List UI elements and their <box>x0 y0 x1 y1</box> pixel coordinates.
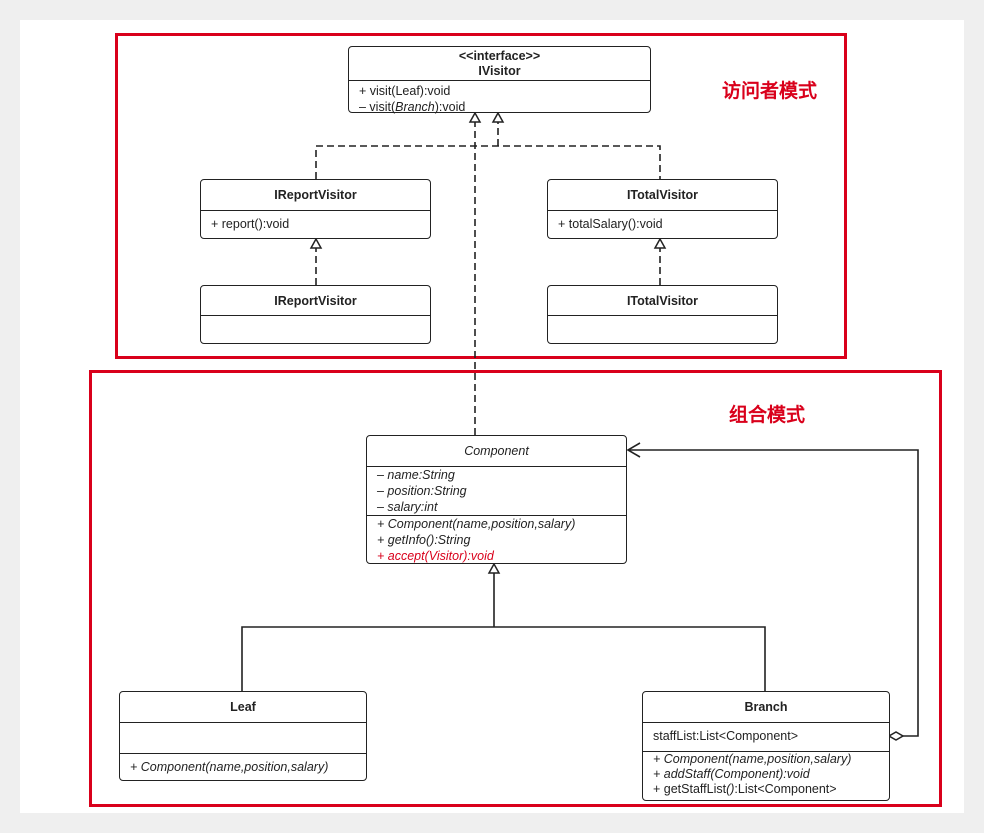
class-itotalvisitor[interactable]: ITotalVisitor + totalSalary():void <box>547 179 778 239</box>
method: + Component(name,position,salary) <box>653 752 852 766</box>
method: + getStaffList():List<Component> <box>653 782 837 796</box>
class-ireportvisitor-impl[interactable]: IReportVisitor <box>200 285 431 344</box>
class-name: Branch <box>744 700 788 714</box>
attribute: – position:String <box>377 484 467 498</box>
method-accept: + accept(Visitor):void <box>377 549 494 563</box>
triangle-arrow <box>309 237 323 249</box>
method: + addStaff(Component):void <box>653 767 810 781</box>
class-name: ITotalVisitor <box>626 293 699 308</box>
canvas <box>20 20 964 813</box>
class-name: IReportVisitor <box>274 293 357 308</box>
aggregation-diamond <box>887 731 905 741</box>
class-name: Component <box>464 444 529 458</box>
class-name: IReportVisitor <box>274 188 357 202</box>
attribute: – name:String <box>377 468 455 482</box>
method: + visit(Leaf):void <box>359 84 451 98</box>
composite-pattern-frame <box>89 370 942 807</box>
visitor-pattern-title: 访问者模式 <box>722 81 818 102</box>
composite-pattern-title: 组合模式 <box>729 405 806 426</box>
attribute: staffList:List<Component> <box>643 722 889 751</box>
triangle-arrow <box>468 111 482 123</box>
method: + Component(name,position,salary) <box>120 753 366 776</box>
class-name: ITotalVisitor <box>626 188 699 202</box>
aggregation-line <box>628 449 919 737</box>
method: + getInfo():String <box>377 533 471 547</box>
method: + report():void <box>201 210 430 233</box>
generalization-line <box>241 573 766 691</box>
visitor-pattern-frame <box>115 33 847 359</box>
realization-line <box>315 120 661 179</box>
stereotype: <<interface>> <box>458 48 541 63</box>
class-component[interactable]: Component – name:String – position:Strin… <box>366 435 627 564</box>
class-ivisitor[interactable]: <<interface>>IVisitor + visit(Leaf):void… <box>348 46 651 114</box>
class-itotalvisitor-impl[interactable]: ITotalVisitor <box>547 285 778 344</box>
attribute: – salary:int <box>377 500 438 514</box>
realization-line <box>315 248 661 285</box>
triangle-arrow <box>653 237 667 249</box>
open-arrow <box>626 442 641 458</box>
method: – visit(Branch):void <box>359 100 466 114</box>
class-branch[interactable]: Branch staffList:List<Component> + Compo… <box>642 691 890 801</box>
class-name: Leaf <box>230 700 256 714</box>
class-ireportvisitor[interactable]: IReportVisitor + report():void <box>200 179 431 239</box>
triangle-arrow <box>491 111 505 123</box>
method: + totalSalary():void <box>548 210 777 233</box>
triangle-arrow <box>487 562 501 574</box>
class-name: IVisitor <box>478 63 521 78</box>
class-leaf[interactable]: Leaf + Component(name,position,salary) <box>119 691 367 781</box>
method: + Component(name,position,salary) <box>377 517 576 531</box>
